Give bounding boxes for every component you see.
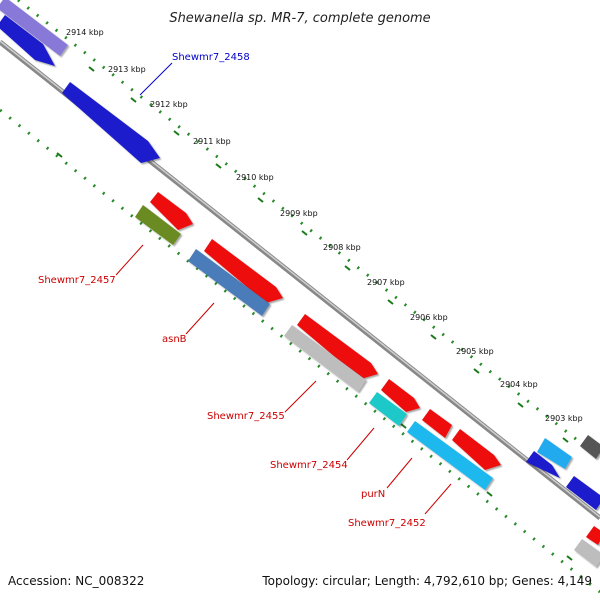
gene-feature-blue[interactable] bbox=[0, 15, 55, 66]
gene-label[interactable]: Shewmr7_2452 bbox=[348, 518, 426, 529]
map-title: Shewanella sp. MR-7, complete genome bbox=[169, 11, 430, 26]
genes bbox=[0, 0, 600, 567]
leader-line bbox=[386, 457, 413, 489]
tick-label: 2912 kbp bbox=[150, 100, 188, 109]
tick-label: 2909 kbp bbox=[280, 209, 318, 218]
leader-line bbox=[139, 62, 173, 96]
tick-label: 2913 kbp bbox=[108, 65, 146, 74]
gene-label[interactable]: purN bbox=[361, 489, 385, 500]
leader-line bbox=[346, 427, 375, 461]
genome-summary-text: Topology: circular; Length: 4,792,610 bp… bbox=[261, 574, 592, 588]
gene-feature-blue[interactable] bbox=[526, 451, 560, 478]
outer-dotted-guide bbox=[17, 0, 600, 460]
tick-label: 2910 kbp bbox=[236, 173, 274, 182]
gene-feature-asnb[interactable] bbox=[188, 249, 270, 316]
gene-labels: Shewmr7_2458 Shewmr7_2457 asnB Shewmr7_2… bbox=[38, 52, 426, 529]
gene-feature-red[interactable] bbox=[381, 379, 420, 412]
tick-label: 2904 kbp bbox=[500, 380, 538, 389]
tick-label: 2914 kbp bbox=[66, 28, 104, 37]
tick-label: 2905 kbp bbox=[456, 347, 494, 356]
gene-label[interactable]: Shewmr7_2457 bbox=[38, 275, 116, 286]
gene-label[interactable]: asnB bbox=[162, 334, 187, 345]
label-leaders bbox=[115, 62, 452, 515]
leader-line bbox=[185, 302, 215, 335]
gene-feature-shewmr7-2455[interactable] bbox=[284, 325, 366, 392]
gene-label[interactable]: Shewmr7_2458 bbox=[172, 52, 250, 63]
gene-feature-dark-grey[interactable] bbox=[580, 435, 600, 459]
leader-line bbox=[115, 244, 144, 276]
gene-feature-red[interactable] bbox=[452, 429, 501, 470]
gene-label[interactable]: Shewmr7_2454 bbox=[270, 460, 348, 471]
gene-feature-lavender[interactable] bbox=[0, 0, 68, 56]
gene-feature-shewmr7-2458[interactable] bbox=[62, 82, 160, 163]
gene-feature-light-blue[interactable] bbox=[537, 438, 572, 469]
leader-line bbox=[424, 483, 452, 515]
gene-feature-red[interactable] bbox=[297, 314, 378, 379]
gene-feature-red[interactable] bbox=[204, 239, 283, 303]
tick-label: 2906 kbp bbox=[410, 313, 448, 322]
gene-label[interactable]: Shewmr7_2455 bbox=[207, 411, 285, 422]
gene-feature-light-grey[interactable] bbox=[574, 539, 600, 567]
gene-feature-red[interactable] bbox=[422, 409, 452, 438]
tick-label: 2908 kbp bbox=[323, 243, 361, 252]
tick-label: 2903 kbp bbox=[545, 414, 583, 423]
gene-feature-red[interactable] bbox=[150, 192, 193, 230]
gene-feature-blue[interactable] bbox=[566, 476, 600, 510]
leader-line bbox=[284, 380, 317, 413]
tick-marks bbox=[48, 34, 573, 561]
gene-feature-red[interactable] bbox=[586, 526, 600, 545]
tick-labels: 2914 kbp 2913 kbp 2912 kbp 2911 kbp 2910… bbox=[66, 28, 583, 423]
tick-label: 2907 kbp bbox=[367, 278, 405, 287]
inner-dotted-guide bbox=[0, 108, 600, 594]
gene-feature-shewmr7-2454[interactable] bbox=[369, 392, 407, 426]
gene-feature-shewmr7-2452[interactable] bbox=[407, 421, 493, 490]
tick-label: 2911 kbp bbox=[193, 137, 231, 146]
gene-feature-shewmr7-2457[interactable] bbox=[135, 205, 181, 245]
accession-text: Accession: NC_008322 bbox=[8, 574, 144, 588]
